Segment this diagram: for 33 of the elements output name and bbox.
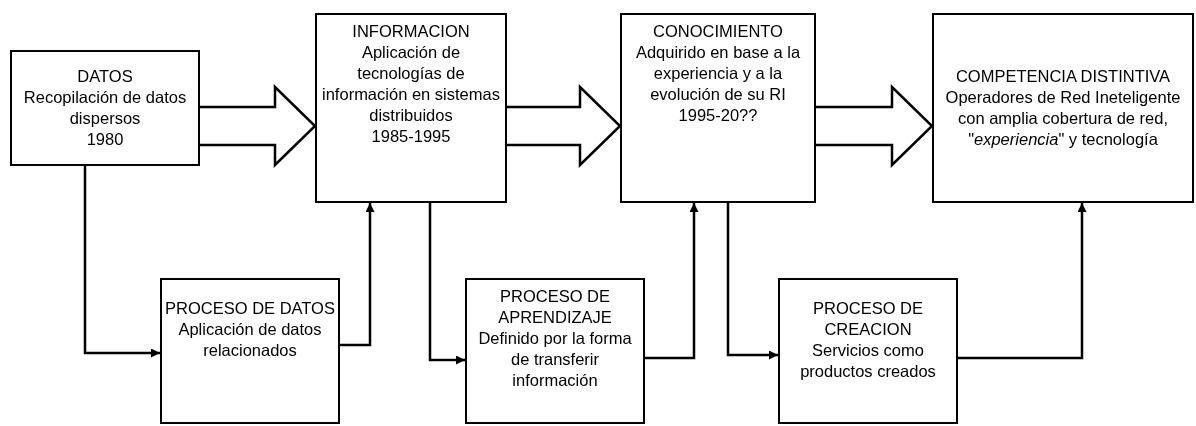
box-heading: CONOCIMIENTO xyxy=(653,21,783,42)
box-text: Aplicación de tecnologías de información en sistemas distribuidos xyxy=(321,42,501,126)
arrow xyxy=(83,166,160,358)
box-text: Servicios como productos creados xyxy=(799,340,937,382)
process-box xyxy=(620,13,816,203)
arrow xyxy=(726,203,778,360)
arrow xyxy=(958,203,1087,360)
box-heading: PROCESO DE CREACION xyxy=(812,298,924,340)
process-box xyxy=(932,13,1194,203)
box-text: Adquirido en base a la experiencia y a la evolución de su RI xyxy=(634,42,802,105)
box-text: Operadores de Red Ineteligente con amplia cobertura de red, "experiencia" y tecnología xyxy=(944,87,1182,150)
box-heading: INFORMACION xyxy=(352,21,470,42)
box-text: Definido por la forma de transferir información xyxy=(477,328,633,391)
process-box xyxy=(160,278,340,424)
block-arrow xyxy=(198,84,317,168)
box-heading: DATOS xyxy=(77,66,133,87)
process-box xyxy=(465,278,645,424)
box-text: 1985-1995 xyxy=(371,126,451,147)
box-text: 1980 xyxy=(86,129,124,150)
box-text: 1995-20?? xyxy=(678,105,758,126)
box-text: Recopilación de datos dispersos xyxy=(22,87,188,129)
arrow xyxy=(428,203,465,365)
process-box xyxy=(10,50,200,166)
block-arrow xyxy=(814,84,934,168)
box-heading: COMPETENCIA DISTINTIVA xyxy=(955,66,1171,87)
block-arrow xyxy=(505,84,622,168)
box-heading: PROCESO DE DATOS xyxy=(165,298,335,319)
process-box xyxy=(778,278,958,424)
process-box xyxy=(315,13,507,203)
box-heading: PROCESO DE APRENDIZAJE xyxy=(497,286,613,328)
box-text: Aplicación de datos relacionados xyxy=(177,319,323,361)
arrow xyxy=(645,203,699,360)
arrow xyxy=(340,203,375,347)
